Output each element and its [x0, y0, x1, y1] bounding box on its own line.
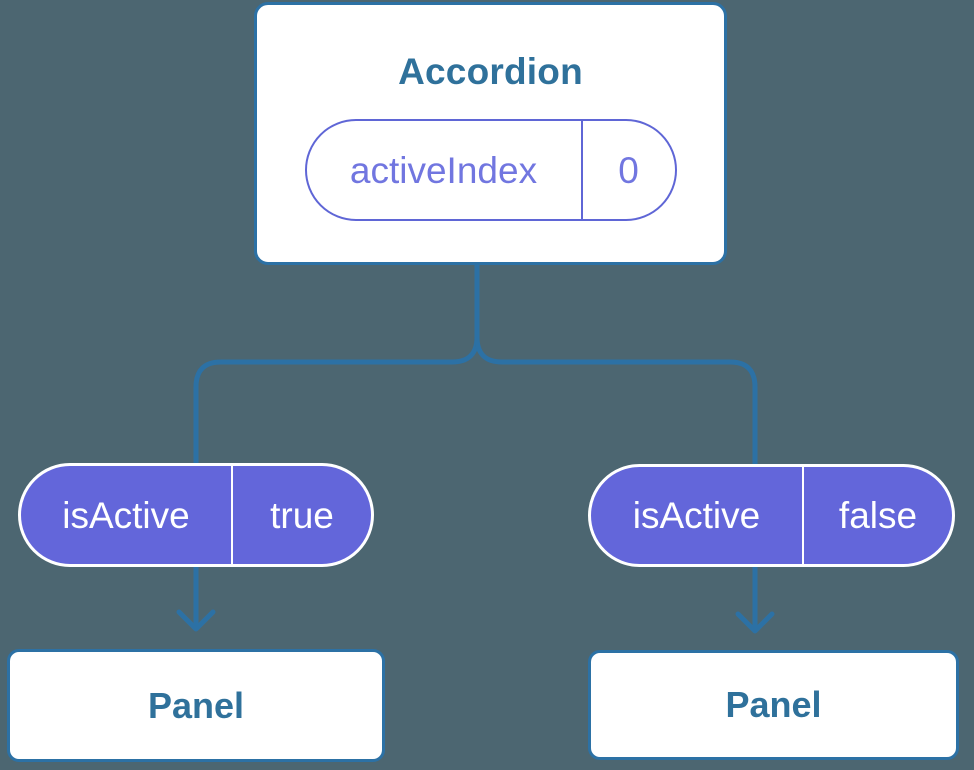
arrow-down-icon	[176, 609, 216, 632]
panel-label: Panel	[147, 684, 245, 726]
arrow-down-icon	[735, 611, 775, 634]
panel-card-left: Panel	[7, 649, 385, 762]
state-name-label: isActive	[591, 467, 804, 564]
active-index-prop-pill: activeIndex 0	[304, 119, 677, 221]
accordion-card: Accordion activeIndex 0	[254, 2, 727, 265]
is-active-true-pill: isActive true	[18, 463, 374, 567]
connector-right-branch	[474, 260, 758, 630]
connector-left-branch	[193, 260, 480, 628]
is-active-false-pill: isActive false	[588, 464, 955, 567]
accordion-title: Accordion	[398, 51, 583, 92]
state-value-label: true	[270, 494, 334, 536]
state-name-label: isActive	[21, 466, 233, 564]
panel-card-right: Panel	[588, 650, 959, 760]
state-value-label: false	[838, 495, 918, 536]
prop-value-label: 0	[618, 149, 639, 191]
panel-label: Panel	[725, 684, 822, 725]
prop-name-label: activeIndex	[307, 121, 583, 219]
